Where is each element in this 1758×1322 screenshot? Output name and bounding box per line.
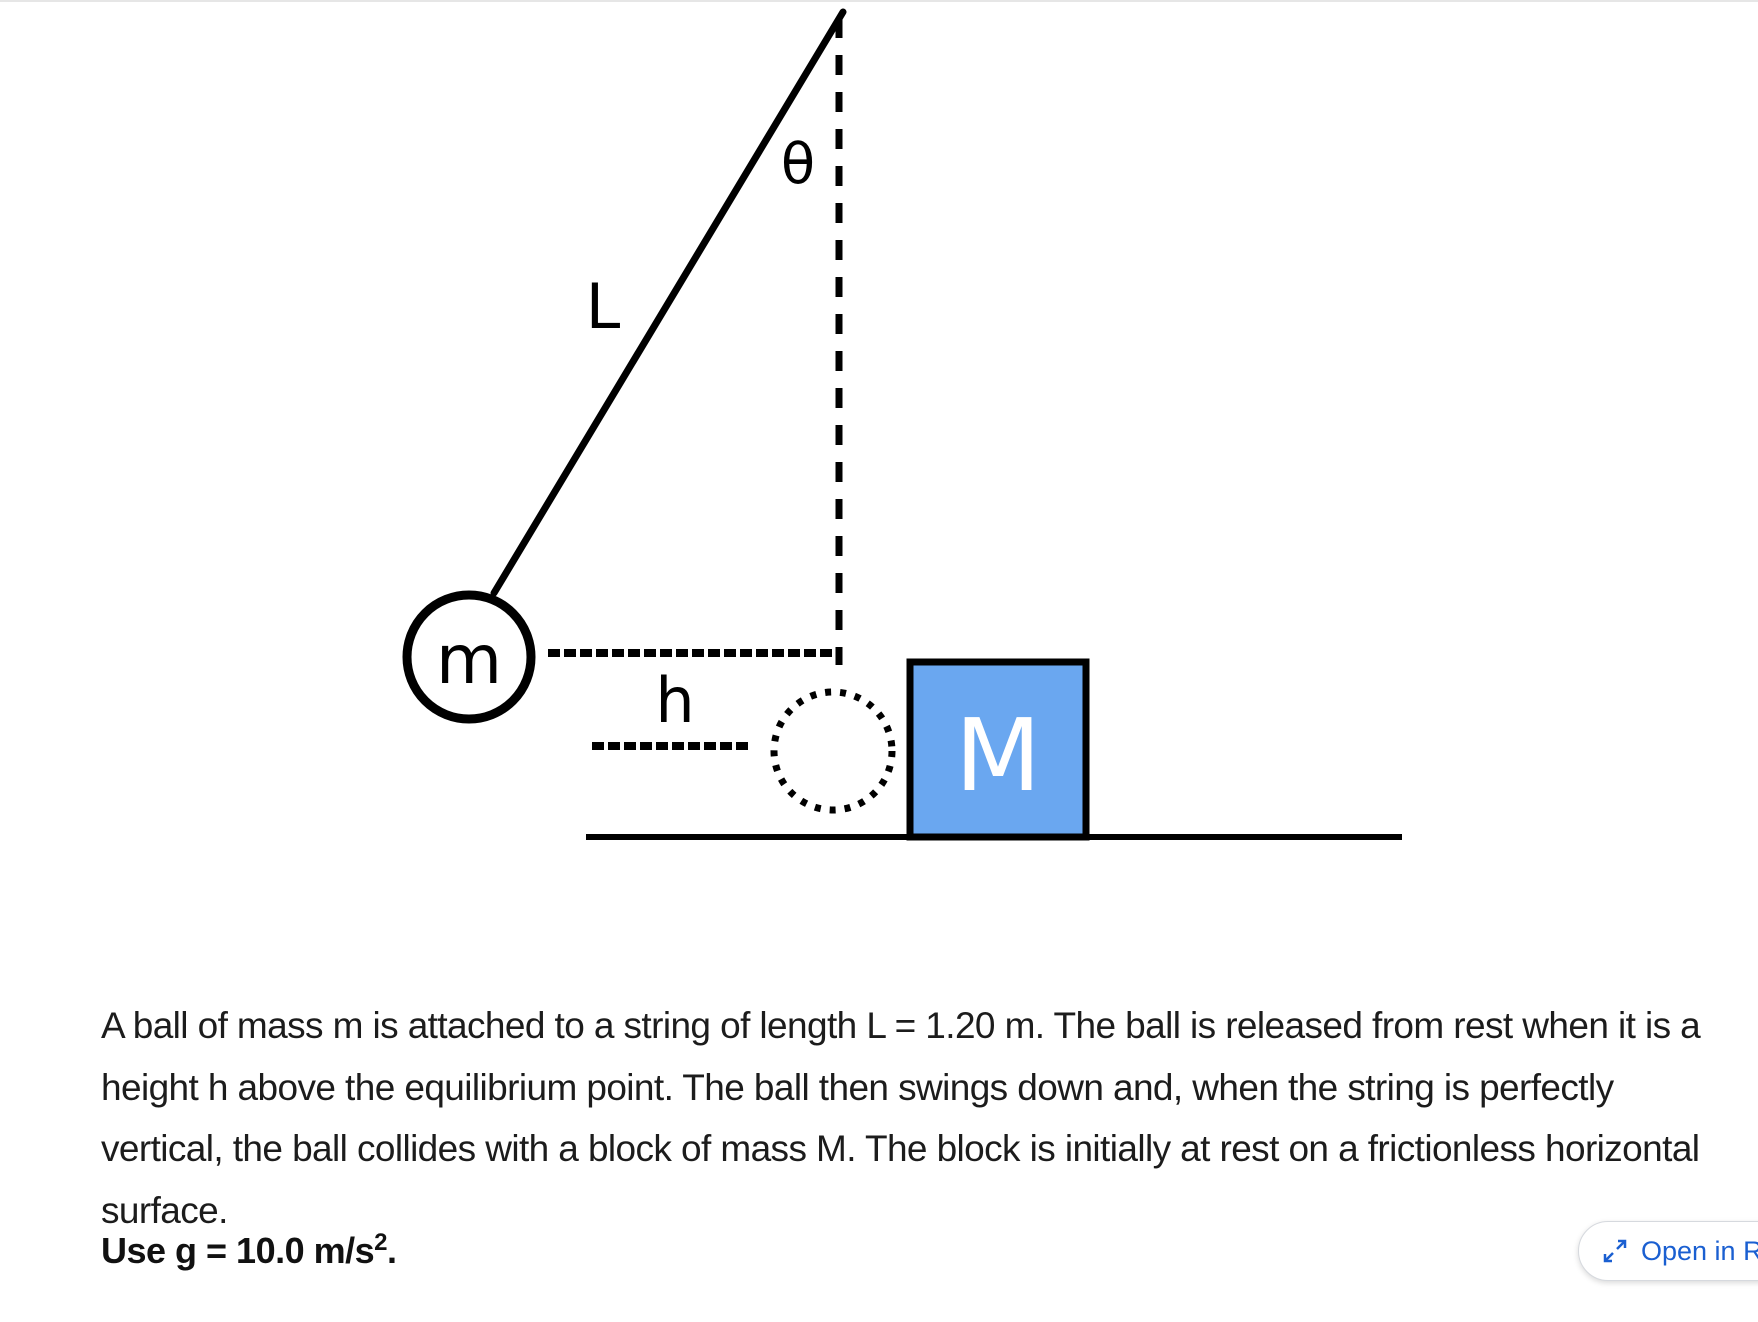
length-label: L xyxy=(586,270,621,343)
expand-arrows-icon xyxy=(1603,1239,1627,1263)
ball-mass-label: m xyxy=(436,621,502,700)
pendulum-diagram: θ L m h M xyxy=(402,8,1402,841)
pendulum-string xyxy=(490,8,847,597)
ball-equilibrium-position xyxy=(770,688,896,814)
gravity-suffix: . xyxy=(387,1230,397,1271)
height-label: h xyxy=(655,664,694,737)
open-in-button[interactable]: Open in Re xyxy=(1578,1221,1758,1281)
block xyxy=(906,658,1090,841)
theta-label: θ xyxy=(781,132,815,197)
top-divider xyxy=(0,0,1758,2)
gravity-note: Use g = 10.0 m/s2. xyxy=(101,1230,397,1272)
gravity-exponent: 2 xyxy=(374,1229,388,1256)
gravity-prefix: Use g = 10.0 m/s xyxy=(101,1230,375,1271)
open-in-button-label: Open in Re xyxy=(1641,1235,1758,1266)
ball xyxy=(402,590,536,724)
problem-statement: A ball of mass m is attached to a string… xyxy=(101,1005,1701,1231)
block-mass-label: M xyxy=(955,697,1041,814)
